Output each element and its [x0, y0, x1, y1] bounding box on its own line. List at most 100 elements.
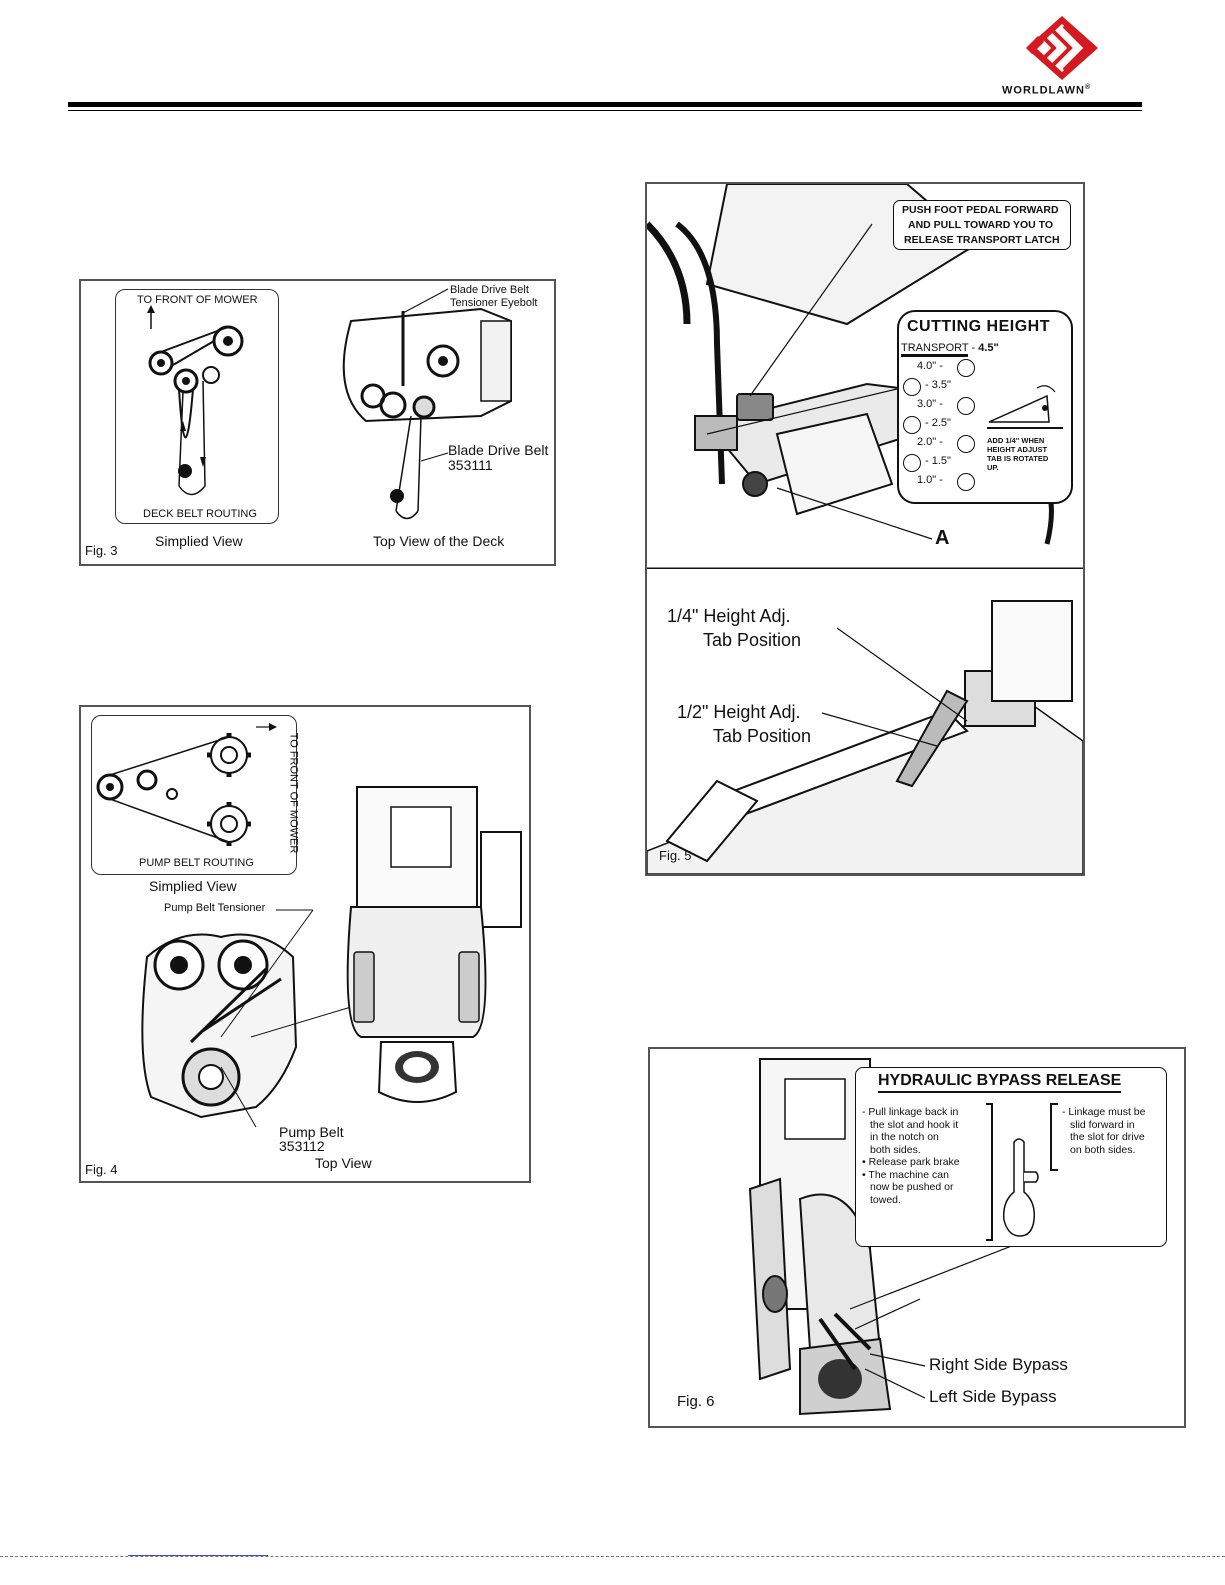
height-value: 3.5": [931, 379, 951, 391]
height-2-5: - 2.5": [903, 416, 951, 434]
decal-note: ADD 1/4" WHEN HEIGHT ADJUST TAB IS ROTAT…: [987, 436, 1048, 472]
worldlawn-logo: WORLDLAWN®: [992, 14, 1132, 104]
left-line-2: the slot and hook it: [870, 1118, 959, 1131]
height-circle: [903, 454, 921, 472]
pump-belt-simplified-diagram: [96, 723, 277, 846]
header-rule-thin: [68, 110, 1142, 111]
deck-belt-routing-label: DECK BELT ROUTING: [143, 508, 257, 520]
engine-bay-diagram: [141, 909, 352, 1128]
right-line-2: slid forward in: [1070, 1118, 1135, 1131]
left-line-5: • Release park brake: [862, 1156, 960, 1168]
figure-4: PUMP BELT ROUTING TO FRONT OF MOWER Simp…: [79, 705, 531, 1183]
fig6-number: Fig. 6: [677, 1393, 715, 1410]
height-value: 2.0": [917, 436, 937, 448]
height-circle: [957, 397, 975, 415]
mower-top-view-diagram: [346, 786, 522, 1103]
height-circle: [903, 378, 921, 396]
footer-link-underline: [128, 1555, 268, 1556]
quarter-tab-label-line1: 1/4" Height Adj.: [667, 606, 791, 626]
left-line-1: - Pull linkage back in: [862, 1106, 959, 1118]
callout-line-1: PUSH FOOT PEDAL FORWARD: [902, 204, 1059, 216]
blade-belt-label-line1: Blade Drive Belt: [448, 442, 549, 458]
fig4-simplified-caption: Simplied View: [149, 878, 237, 894]
fig5-lower-photo: [647, 600, 1083, 874]
footer-dashed-line-left: [0, 1556, 1225, 1557]
figure-3: TO FRONT OF MOWER DECK BELT ROUTING Simp…: [79, 279, 556, 566]
tab-rotation-icon: [987, 385, 1063, 429]
hydraulic-photo: [748, 1058, 1146, 1416]
left-line-3: in the notch on: [870, 1131, 939, 1143]
left-line-8: towed.: [870, 1193, 901, 1206]
left-line-6: • The machine can: [862, 1168, 949, 1181]
bypass-right-text: - Linkage must be slid forward in the sl…: [1062, 1106, 1145, 1156]
left-line-7: now be pushed or: [870, 1181, 954, 1193]
decal-transport: TRANSPORT - 4.5": [901, 342, 999, 357]
figure-6: HYDRAULIC BYPASS RELEASE - Pull linkage …: [648, 1047, 1186, 1428]
cutting-height-decal: CUTTING HEIGHT TRANSPORT - 4.5" 4.0" - -…: [897, 310, 1073, 504]
worldlawn-logo-mark: [1026, 16, 1098, 80]
decal-title: CUTTING HEIGHT: [907, 318, 1050, 335]
height-1-0: 1.0" -: [917, 473, 975, 491]
note-line-2: HEIGHT ADJUST: [987, 445, 1048, 454]
height-value: 2.5": [931, 417, 951, 429]
tensioner-label-line1: Blade Drive Belt: [450, 284, 529, 296]
pump-belt-label-line1: Pump Belt: [279, 1124, 344, 1140]
brand-name: WORLDLAWN: [1002, 84, 1085, 97]
right-line-3: the slot for drive: [1070, 1131, 1145, 1143]
height-value: 1.0": [917, 474, 937, 486]
left-line-4: both sides.: [870, 1143, 921, 1156]
height-value: 4.0": [917, 360, 937, 372]
marker-a: A: [935, 527, 950, 549]
fig3-top-caption: Top View of the Deck: [373, 533, 505, 549]
fig5-number: Fig. 5: [659, 848, 692, 863]
callout-line-3: RELEASE TRANSPORT LATCH: [904, 234, 1060, 246]
half-tab-label-line1: 1/2" Height Adj.: [677, 702, 801, 722]
transport-value: 4.5": [978, 342, 999, 354]
pump-belt-part-number: 353112: [279, 1138, 325, 1154]
transport-dash: -: [971, 342, 979, 354]
linkage-slot-icon: [986, 1103, 1039, 1241]
transport-latch-callout: PUSH FOOT PEDAL FORWARD AND PULL TOWARD …: [893, 200, 1071, 250]
height-4-0: 4.0" -: [917, 359, 975, 377]
deck-top-view-diagram: [342, 288, 512, 520]
blade-belt-part-number: 353111: [448, 457, 493, 473]
height-circle: [957, 473, 975, 491]
pump-tensioner-label: Pump Belt Tensioner: [164, 902, 266, 914]
height-list: 4.0" - - 3.5" 3.0" - - 2.5" 2.0" - - 1.5…: [903, 359, 993, 500]
fig3-simplified-caption: Simplied View: [155, 533, 243, 549]
height-1-5: - 1.5": [903, 454, 951, 472]
fig4-number: Fig. 4: [85, 1162, 118, 1177]
right-line-4: on both sides.: [1070, 1143, 1136, 1156]
note-line-4: UP.: [987, 463, 999, 472]
half-tab-label-line2: Tab Position: [713, 726, 812, 746]
pump-belt-routing-label: PUMP BELT ROUTING: [139, 857, 254, 869]
height-3-5: - 3.5": [903, 378, 951, 396]
right-side-bypass-label: Right Side Bypass: [929, 1355, 1068, 1374]
figure-5: PUSH FOOT PEDAL FORWARD AND PULL TOWARD …: [645, 182, 1085, 876]
transport-label: TRANSPORT: [901, 342, 969, 357]
height-value: 3.0": [917, 398, 937, 410]
left-side-bypass-label: Left Side Bypass: [929, 1387, 1057, 1406]
to-front-label: TO FRONT OF MOWER: [137, 294, 258, 306]
quarter-tab-label-line2: Tab Position: [703, 630, 802, 650]
fig3-number: Fig. 3: [85, 543, 118, 558]
callout-line-2: AND PULL TOWARD YOU TO: [908, 219, 1054, 231]
height-circle: [957, 359, 975, 377]
right-line-1: - Linkage must be: [1062, 1106, 1146, 1118]
tensioner-label-line2: Tensioner Eyebolt: [450, 297, 538, 309]
height-circle: [903, 416, 921, 434]
pump-belt-simplified-box: [91, 715, 297, 875]
height-3-0: 3.0" -: [917, 397, 975, 415]
height-2-0: 2.0" -: [917, 435, 975, 453]
right-bracket-icon: [1050, 1103, 1058, 1171]
height-value: 1.5": [931, 455, 951, 467]
registered-mark: ®: [1084, 84, 1092, 91]
note-line-3: TAB IS ROTATED: [987, 454, 1049, 463]
bypass-decal: HYDRAULIC BYPASS RELEASE - Pull linkage …: [855, 1067, 1167, 1247]
header-rule: [68, 102, 1142, 107]
fig4-top-caption: Top View: [315, 1155, 372, 1171]
bypass-title: HYDRAULIC BYPASS RELEASE: [878, 1072, 1122, 1093]
deck-belt-simplified-diagram: [147, 305, 244, 496]
height-circle: [957, 435, 975, 453]
note-line-1: ADD 1/4" WHEN: [987, 436, 1045, 445]
